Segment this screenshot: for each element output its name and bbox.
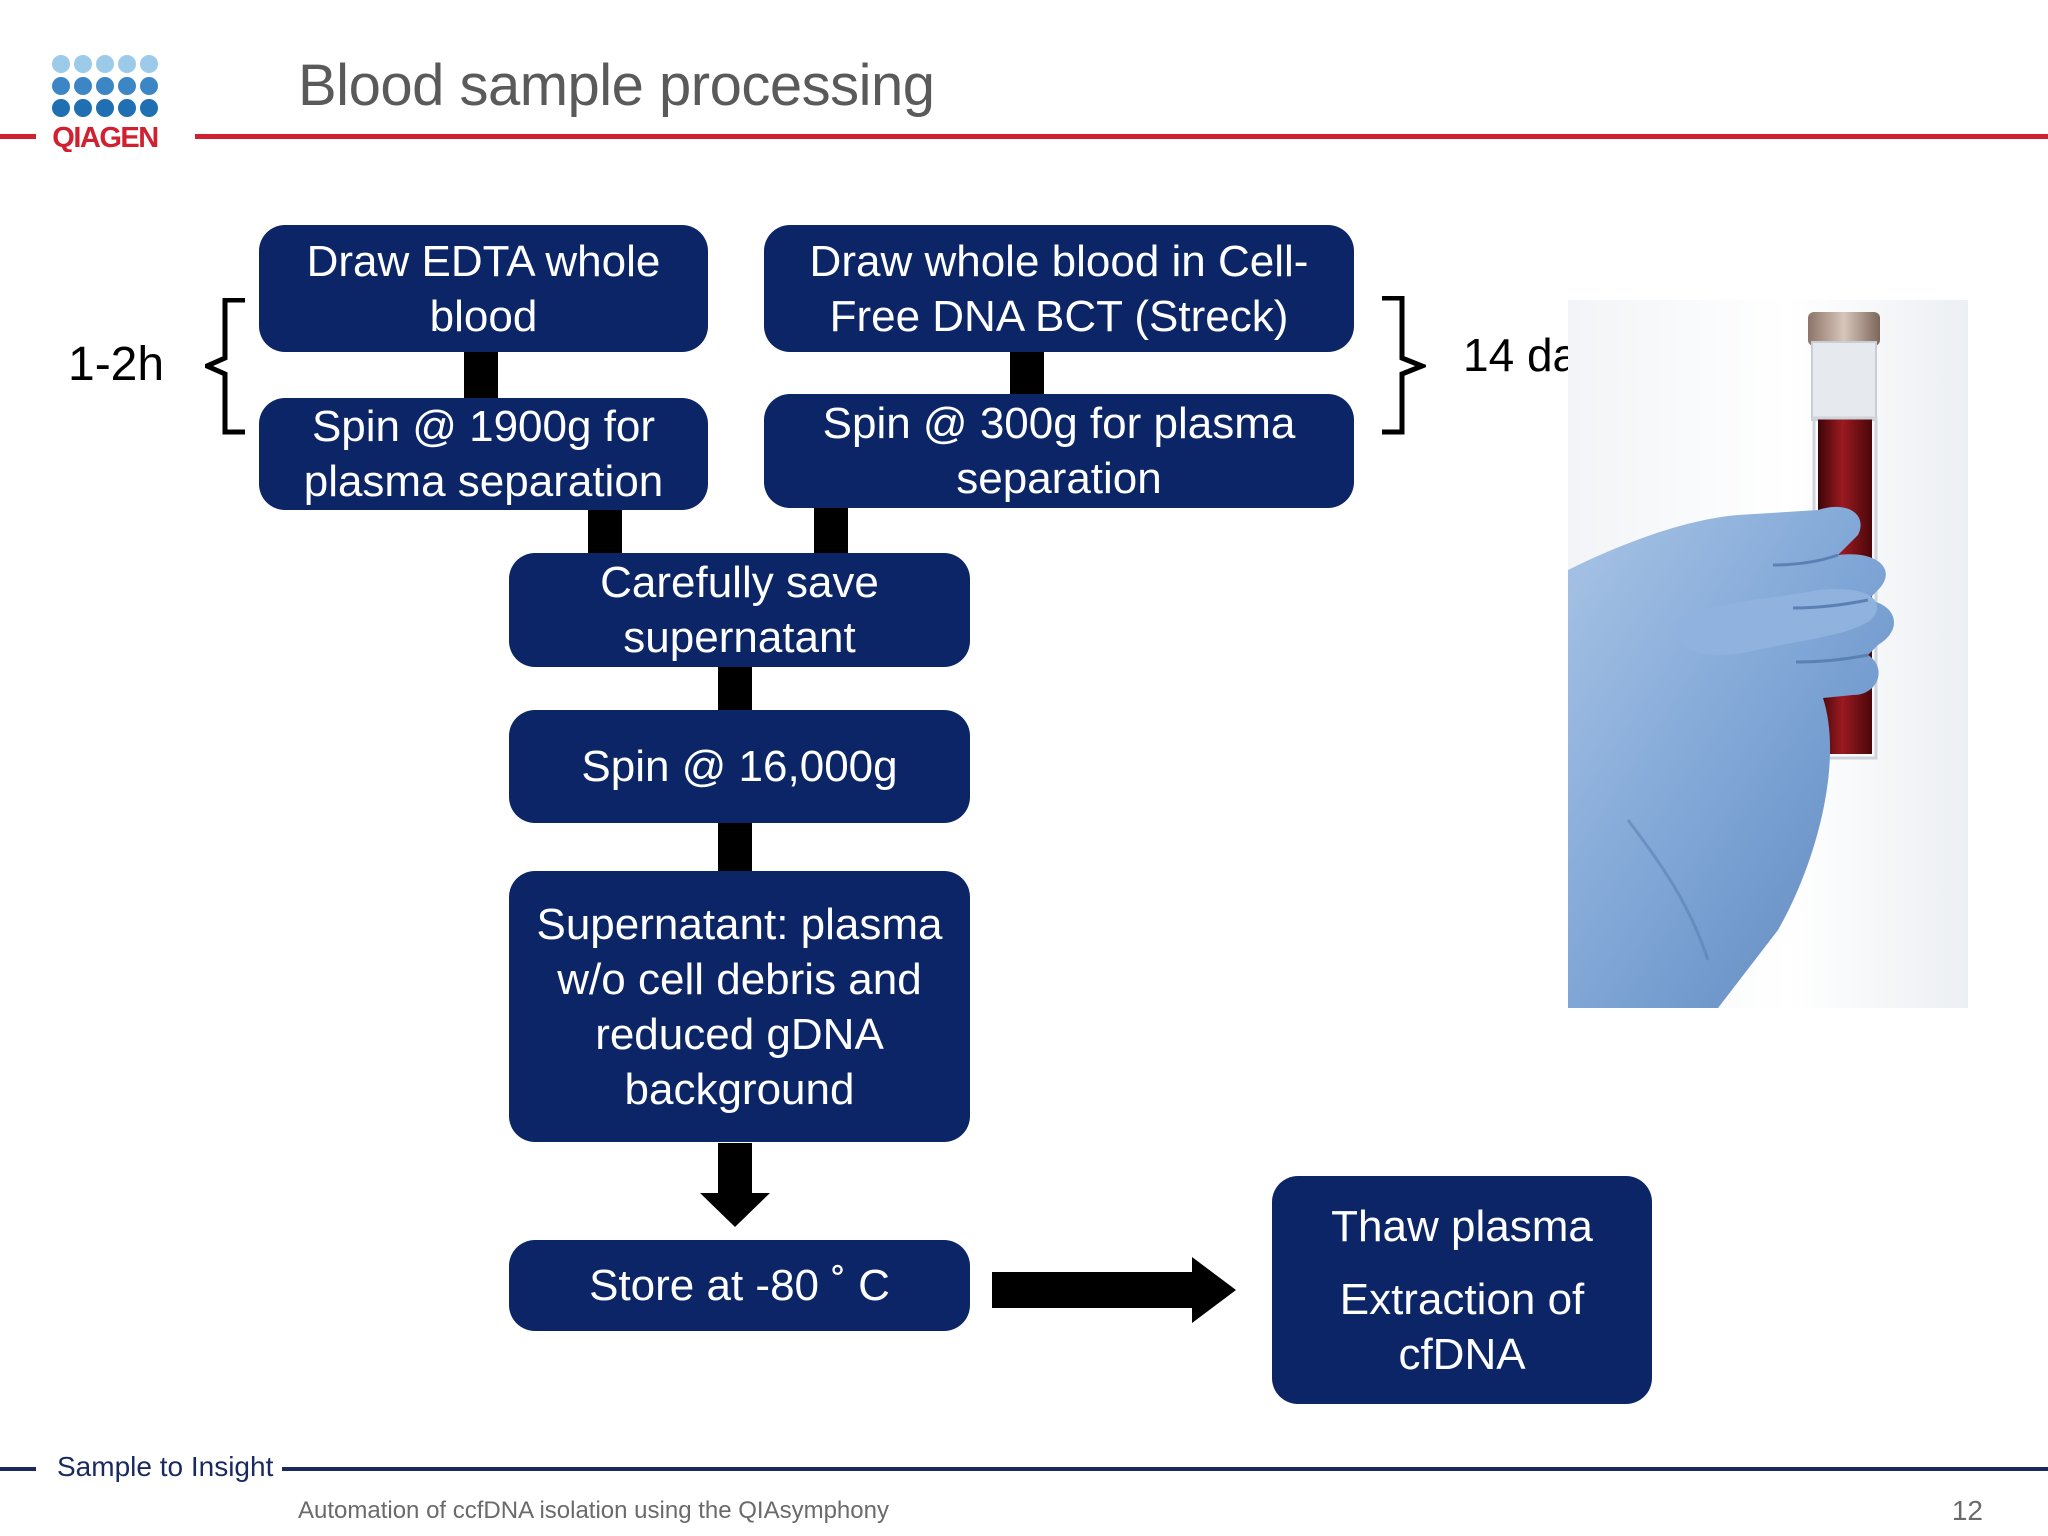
connector-edta-spin-to-save xyxy=(588,510,622,553)
thaw-text: Thaw plasma xyxy=(1331,1199,1593,1254)
slide-title: Blood sample processing xyxy=(298,53,935,118)
logo-wordmark: QIAGEN xyxy=(52,122,157,152)
box-text-line: Spin @ 300g for plasma xyxy=(822,399,1296,448)
box-text-line: background xyxy=(624,1064,855,1114)
box-text-line: Store at -80 ˚ C xyxy=(589,1261,890,1310)
blood-tube-photo xyxy=(1568,300,1968,1008)
box-text-line: Carefully save xyxy=(600,558,879,607)
right-arrow-icon xyxy=(992,1257,1236,1323)
left-brace-icon xyxy=(205,298,245,435)
page-number: 12 xyxy=(1951,1495,1983,1526)
box-text-line: Thaw plasma xyxy=(1331,1201,1593,1251)
box-text-line: Extraction of xyxy=(1339,1274,1585,1324)
box-text-line: reduced gDNA xyxy=(595,1009,884,1059)
box-text-line: cfDNA xyxy=(1398,1329,1526,1379)
footer-rule-right xyxy=(282,1467,2048,1471)
header-rule-right xyxy=(195,134,2048,139)
header-rule-left xyxy=(0,134,36,139)
box-text-line: plasma separation xyxy=(303,457,664,506)
right-brace-icon xyxy=(1382,296,1426,435)
box-text-line: supernatant xyxy=(623,613,856,662)
footer-tagline: Sample to Insight xyxy=(57,1451,274,1482)
qiagen-logo: QIAGEN xyxy=(52,55,159,152)
connector-edta-draw-to-spin xyxy=(464,352,498,398)
footer-rule-left xyxy=(0,1467,36,1471)
connector-spin-16000g-to-result xyxy=(718,823,752,871)
box-text-line: Draw whole blood in Cell- xyxy=(809,236,1309,286)
streck-draw-box: Draw whole blood in Cell-Free DNA BCT (S… xyxy=(764,225,1354,352)
down-arrow-icon xyxy=(700,1143,770,1227)
box-text-line: w/o cell debris and xyxy=(557,954,922,1004)
box-text-line: Draw EDTA whole xyxy=(306,236,661,286)
spin-16000g-box: Spin @ 16,000g xyxy=(509,710,970,823)
connector-streck-draw-to-spin xyxy=(1010,352,1044,394)
store-minus-80-box: Store at -80 ˚ C xyxy=(509,1240,970,1331)
edta-spin-box: Spin @ 1900g for plasma separation xyxy=(259,398,708,510)
box-text-line: blood xyxy=(429,291,538,341)
box-text-line: Supernatant: plasma xyxy=(536,899,943,949)
connector-save-to-spin-16000g xyxy=(718,667,752,710)
edta-time-label: 1-2h xyxy=(68,338,165,391)
save-supernatant-box: Carefully save supernatant xyxy=(509,553,970,667)
box-text-line: Free DNA BCT (Streck) xyxy=(829,291,1289,341)
streck-spin-box: Spin @ 300g for plasma separation xyxy=(764,394,1354,508)
logo-dot-grid xyxy=(52,55,158,117)
box-text-line: separation xyxy=(956,454,1162,503)
connector-streck-spin-to-save xyxy=(814,508,848,553)
box-text-line: Spin @ 1900g for xyxy=(311,402,656,451)
box-text-line: Spin @ 16,000g xyxy=(581,742,898,791)
footer-presentation-title: Automation of ccfDNA isolation using the… xyxy=(298,1497,889,1524)
